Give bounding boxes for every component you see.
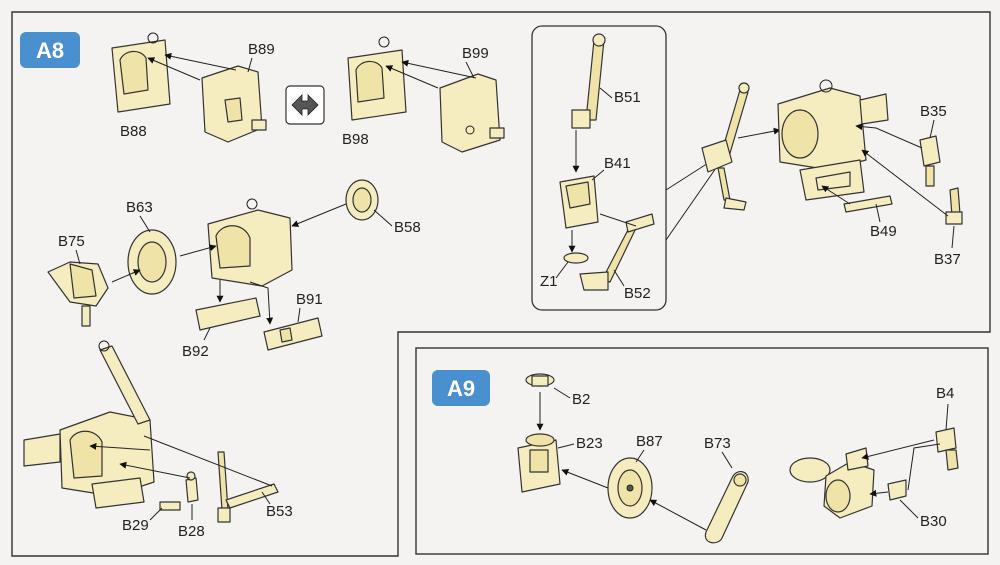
label-b23: B23 — [576, 435, 603, 452]
step-label-a8: A8 — [36, 38, 64, 63]
label-b2: B2 — [572, 391, 590, 408]
label-b49: B49 — [870, 223, 897, 240]
part-b53 — [217, 451, 279, 523]
part-b75 — [47, 261, 109, 327]
label-b35: B35 — [920, 103, 947, 120]
label-b53: B53 — [266, 503, 293, 520]
outer-frame — [11, 11, 991, 557]
label-b98: B98 — [342, 131, 369, 148]
label-b92: B92 — [182, 343, 209, 360]
left-right-arrow-icon — [285, 85, 325, 125]
label-b30: B30 — [920, 513, 947, 530]
step-badge-a9: A9 — [432, 370, 490, 406]
part-b51 — [571, 33, 606, 129]
part-b29 — [159, 501, 181, 511]
label-b51: B51 — [614, 89, 641, 106]
part-b37 — [945, 187, 963, 225]
part-b35 — [919, 135, 941, 187]
part-b63 — [127, 229, 177, 295]
part-b98 — [347, 36, 407, 121]
part-b52 — [579, 213, 655, 291]
label-b89: B89 — [248, 41, 275, 58]
part-b2 — [525, 373, 555, 387]
part-b92 — [195, 297, 261, 331]
step-badge-a8: A8 — [20, 32, 80, 68]
part-b87 — [607, 457, 653, 519]
label-b73: B73 — [704, 435, 731, 452]
label-b4: B4 — [936, 385, 954, 402]
part-b89 — [201, 65, 267, 143]
part-lower-assembly — [23, 340, 155, 509]
label-b28: B28 — [178, 523, 205, 540]
part-b23 — [517, 433, 561, 493]
part-b4 — [935, 427, 959, 471]
step-label-a9: A9 — [447, 376, 475, 401]
part-b73 — [704, 471, 749, 544]
label-b99: B99 — [462, 45, 489, 62]
a9-frame — [415, 347, 989, 555]
label-b91: B91 — [296, 291, 323, 308]
part-z1 — [563, 252, 589, 264]
part-housing-main — [207, 198, 293, 287]
part-b30 — [887, 479, 907, 501]
part-b28 — [185, 471, 199, 503]
label-b63: B63 — [126, 199, 153, 216]
part-b88 — [111, 32, 171, 113]
part-b41 — [559, 175, 599, 229]
label-b41: B41 — [604, 155, 631, 172]
label-b88: B88 — [120, 123, 147, 140]
part-b91 — [263, 317, 323, 351]
part-b51-installed — [701, 82, 750, 211]
part-b58 — [345, 179, 379, 221]
label-b58: B58 — [394, 219, 421, 236]
part-b49 — [843, 195, 893, 213]
part-gearbox-right — [777, 79, 889, 201]
label-b37: B37 — [934, 251, 961, 268]
label-z1: Z1 — [540, 273, 558, 290]
part-b99 — [439, 73, 505, 153]
label-b52: B52 — [624, 285, 651, 302]
label-b29: B29 — [122, 517, 149, 534]
part-a9-assembly — [789, 447, 875, 519]
label-b75: B75 — [58, 233, 85, 250]
label-b87: B87 — [636, 433, 663, 450]
inset-frame — [531, 25, 667, 311]
